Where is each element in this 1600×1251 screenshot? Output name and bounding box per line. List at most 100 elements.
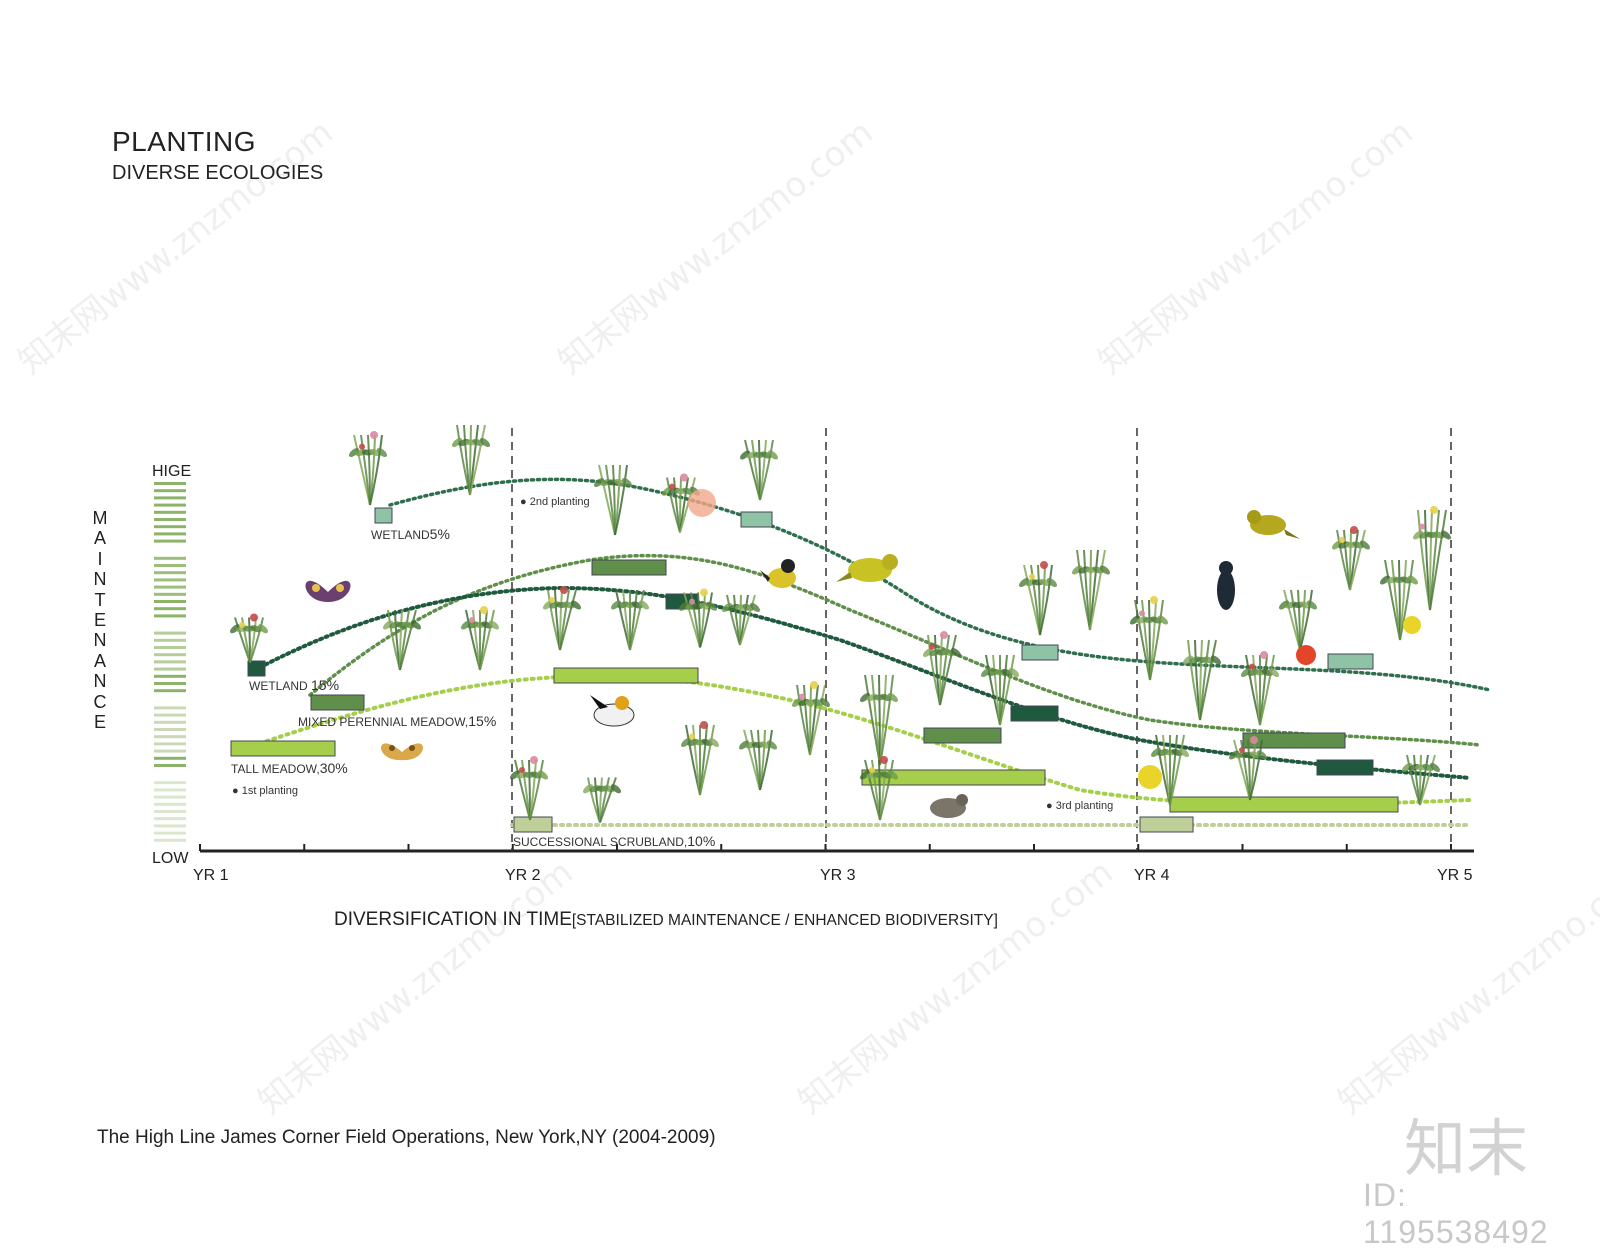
plant-icon (510, 756, 548, 821)
bar-mixed-meadow (310, 694, 365, 711)
scale-stripe (154, 674, 186, 678)
scale-stripe (154, 607, 186, 611)
y-axis-letter: T (94, 589, 106, 610)
plant-icon (1151, 734, 1189, 806)
scale-stripe (154, 667, 186, 671)
scale-stripe (154, 638, 186, 642)
ecology-percent: 15% (468, 713, 497, 729)
scale-stripe (154, 539, 186, 543)
y-axis-letter: I (97, 548, 103, 569)
scale-stripe (154, 585, 186, 589)
plant-icon (739, 729, 777, 791)
plant-icon (461, 606, 499, 671)
curve-wetland-15 (253, 585, 1472, 780)
scale-stripe (154, 788, 186, 792)
plant-icon (860, 756, 898, 821)
plant-icon (923, 631, 961, 706)
plant-icon (860, 674, 898, 766)
y-axis-letter: N (93, 630, 107, 651)
bar-tall-meadow (1169, 796, 1399, 813)
plant-icon (1183, 639, 1221, 721)
scale-stripe (154, 713, 186, 717)
plant-icon (383, 609, 421, 671)
bar-wetland-dark (1316, 759, 1374, 776)
scale-stripe (154, 682, 186, 685)
scale-stripe (154, 817, 186, 821)
flower-icon (688, 489, 716, 517)
plant-icon (1332, 526, 1370, 591)
bar-mixed-meadow (591, 559, 667, 576)
scale-stripe (154, 532, 186, 536)
scale-stripe (154, 764, 186, 767)
year-label: YR 1 (193, 867, 229, 884)
bird-icon (930, 794, 968, 818)
scale-stripe (154, 838, 186, 842)
ecology-name: TALL MEADOW (231, 762, 317, 776)
scale-stripe (154, 482, 186, 485)
plant-icon (1279, 589, 1317, 651)
scale-stripe (154, 556, 186, 560)
scale-stripe (154, 706, 186, 710)
bar-wetland-dark (1010, 705, 1059, 722)
y-axis-letter: E (93, 610, 106, 631)
bar-wetland (374, 507, 393, 524)
bar-wetland-dark (247, 660, 266, 677)
plant-icon (230, 613, 268, 663)
butterfly-icon (381, 743, 423, 761)
curve-wetland-5 (388, 477, 1492, 692)
flower-icon (1138, 765, 1162, 789)
ecology-bars (230, 507, 1399, 833)
scale-stripe (154, 571, 186, 575)
bar-tall-meadow (230, 740, 336, 757)
bar-mixed-meadow (1242, 732, 1346, 749)
scale-stripe (154, 600, 186, 603)
ecology-name: WETLAND (371, 528, 430, 542)
bird-icon (836, 554, 898, 582)
flower-icon (1403, 616, 1421, 634)
y-axis-letter: N (93, 671, 107, 692)
scale-stripe (154, 525, 186, 529)
plant-illustrations (230, 424, 1451, 823)
scale-stripe (154, 781, 186, 785)
scale-stripe (154, 660, 186, 664)
scale-stripe (154, 614, 186, 618)
ecology-percent: 10% (687, 833, 716, 849)
scale-stripe (154, 831, 186, 835)
bar-scrubland (513, 816, 553, 833)
plant-icon (679, 588, 717, 648)
plant-icon (452, 424, 490, 496)
scale-stripe (154, 518, 186, 521)
scale-stripe (154, 735, 186, 739)
bird-icon (1217, 561, 1235, 610)
scale-stripe (154, 646, 186, 649)
plant-icon (681, 721, 719, 796)
y-axis-letter: N (93, 569, 107, 590)
year-dividers (511, 428, 1452, 851)
y-axis-high-label: HIGE (152, 463, 192, 480)
bird-icon (1247, 510, 1300, 539)
bar-scrubland (1139, 816, 1194, 833)
y-axis-letter: C (93, 691, 107, 712)
curve-mixed-meadow (308, 553, 1482, 747)
plant-icon (740, 439, 778, 501)
flower-icon (1296, 645, 1316, 665)
year-label: YR 2 (505, 867, 541, 884)
page-title: PLANTING (112, 126, 257, 157)
page-subtitle: DIVERSE ECOLOGIES (112, 162, 324, 184)
year-label: YR 4 (1134, 867, 1170, 884)
bar-wetland (1327, 653, 1374, 670)
bird-icon (760, 559, 796, 588)
scale-stripe (154, 720, 186, 724)
scale-stripe (154, 631, 186, 635)
y-axis-low-label: LOW (152, 850, 189, 867)
scale-stripe (154, 489, 186, 493)
ecology-label: WETLAND 15% (249, 677, 339, 693)
bar-tall-meadow (553, 667, 699, 684)
bar-wetland (740, 511, 773, 528)
planting-marker-label: 3rd planting (1055, 800, 1114, 812)
planting-marker-label: 1st planting (241, 785, 298, 797)
plant-icon (1019, 561, 1057, 636)
maintenance-scale (154, 482, 186, 842)
ecology-label: MIXED PERENNIAL MEADOW,15% (298, 713, 497, 729)
ecology-name: WETLAND (249, 679, 308, 693)
